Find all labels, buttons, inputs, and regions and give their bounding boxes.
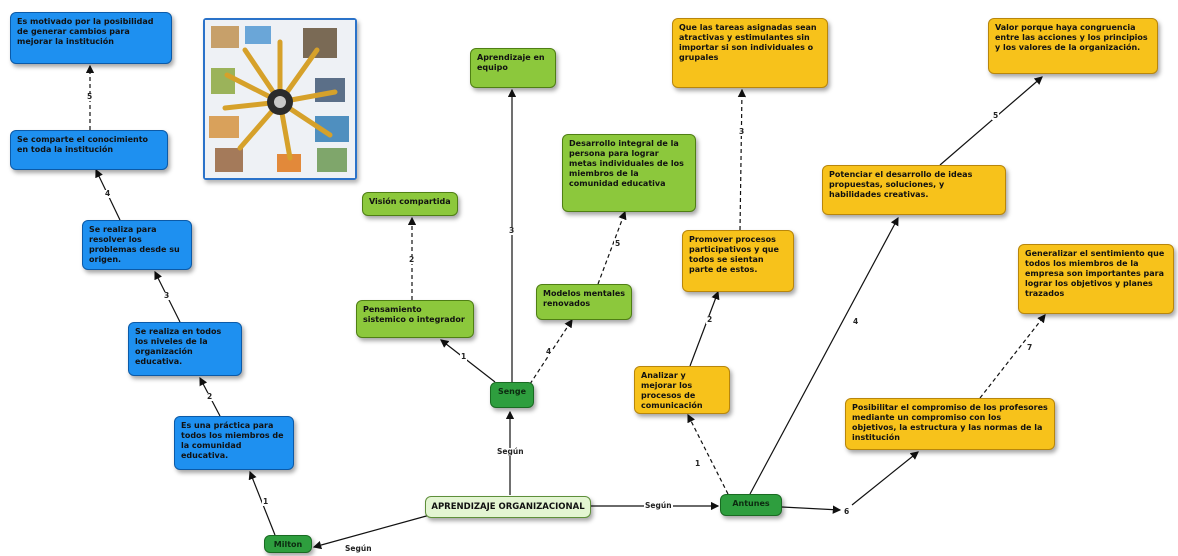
senge-number: 5 [614,239,622,248]
milton-step-number: 2 [206,392,214,401]
senge-number: 2 [408,255,416,264]
milton-step-number: 3 [163,291,171,300]
milton-step-4[interactable]: Se comparte el conocimiento en toda la i… [10,130,168,170]
milton-step-3[interactable]: Se realiza para resolver los problemas d… [82,220,192,270]
antunes-number: 1 [694,459,702,468]
antunes-item-7[interactable]: Generalizar el sentimiento que todos los… [1018,244,1174,314]
milton-step-5[interactable]: Es motivado por la posibilidad de genera… [10,12,172,64]
senge-number: 3 [508,226,516,235]
branch-senge[interactable]: Senge [490,382,534,408]
branch-milton[interactable]: Milton [264,535,312,553]
milton-step-1[interactable]: Es una práctica para todos los miembros … [174,416,294,470]
antunes-number: 5 [992,111,1000,120]
milton-step-number: 4 [104,189,112,198]
antunes-item-6[interactable]: Posibilitar el compromiso de los profeso… [845,398,1055,450]
illustration-image [203,18,357,180]
branch-antunes[interactable]: Antunes [720,494,782,516]
collage-image-icon [205,20,355,178]
antunes-item-3[interactable]: Que las tareas asignadas sean atractivas… [672,18,828,88]
antunes-number: 7 [1026,343,1034,352]
antunes-number: 2 [706,315,714,324]
link-root-milton [312,514,431,550]
root-node[interactable]: APRENDIZAJE ORGANIZACIONAL [425,496,591,518]
milton-step-2[interactable]: Se realiza en todos los niveles de la or… [128,322,242,376]
senge-item-2[interactable]: Visión compartida [362,192,458,216]
senge-item-5[interactable]: Desarrollo integral de la persona para l… [562,134,696,212]
senge-item-1[interactable]: Pensamiento sistemico o integrador [356,300,474,338]
senge-number: 1 [460,352,468,361]
senge-item-3[interactable]: Aprendizaje en equipo [470,48,556,88]
antunes-item-2[interactable]: Promover procesos participativos y que t… [682,230,794,292]
senge-item-4[interactable]: Modelos mentales renovados [536,284,632,320]
antunes-item-5[interactable]: Valor porque haya congruencia entre las … [988,18,1158,74]
antunes-number: 4 [852,317,860,326]
antunes-number: 3 [738,127,746,136]
segun-label-senge: Según [496,447,525,456]
segun-label-milton: Según [344,544,373,553]
milton-step-number: 5 [86,92,94,101]
antunes-item-4[interactable]: Potenciar el desarrollo de ideas propues… [822,165,1006,215]
antunes-number: 6 [843,507,851,516]
segun-label-antunes: Según [644,501,673,510]
milton-step-number: 1 [262,497,270,506]
senge-number: 4 [545,347,553,356]
antunes-item-1[interactable]: Analizar y mejorar los procesos de comun… [634,366,730,414]
